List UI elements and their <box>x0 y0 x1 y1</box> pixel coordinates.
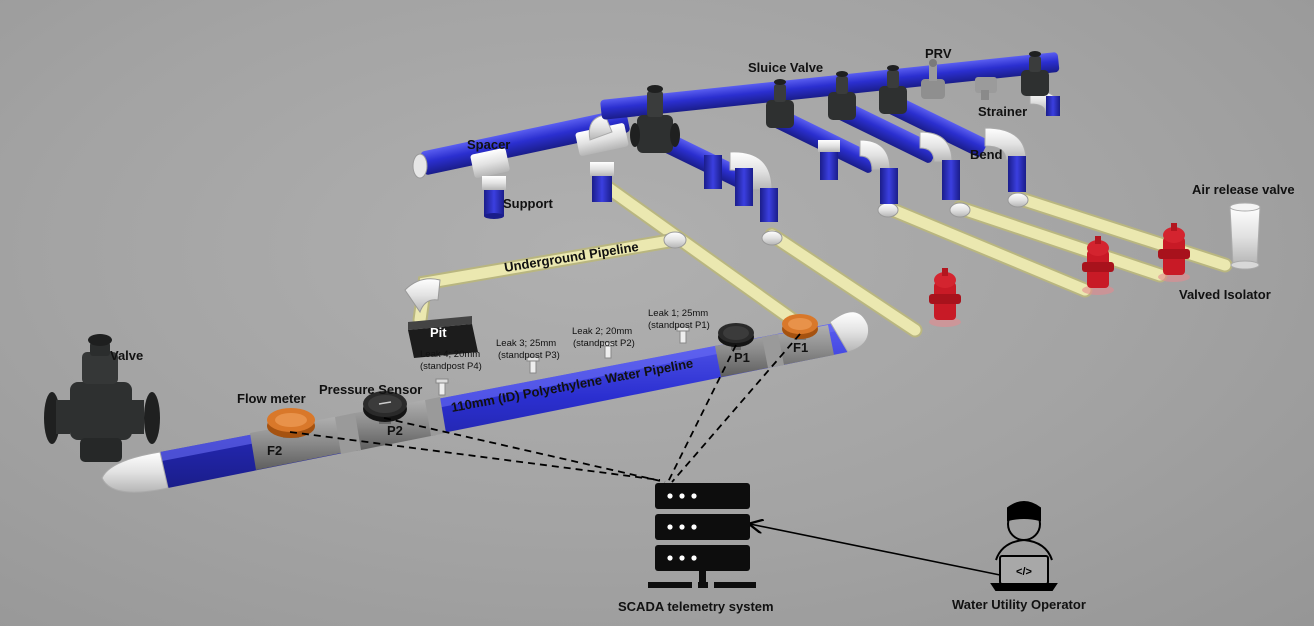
label-f1: F1 <box>793 340 808 355</box>
flow-meter-f1 <box>782 314 818 340</box>
label-bend: Bend <box>970 147 1003 162</box>
label-air-release-valve: Air release valve <box>1192 182 1295 197</box>
label-p2: P2 <box>387 423 403 438</box>
operator-laptop-icon: </> <box>992 502 1056 590</box>
label-underground-pipeline: Underground Pipeline <box>503 239 639 275</box>
label-valved-isolator: Valved Isolator <box>1179 287 1271 302</box>
label-leak1-line1: Leak 1; 25mm <box>648 308 708 319</box>
label-strainer: Strainer <box>978 104 1027 119</box>
label-leak4-line1: Leak 4; 20mm <box>420 349 480 360</box>
server-stack-icon <box>648 483 756 588</box>
label-spacer: Spacer <box>467 137 510 152</box>
label-leak2-line1: Leak 2; 20mm <box>572 326 632 337</box>
label-flow-meter: Flow meter <box>237 391 306 406</box>
label-sluice-valve: Sluice Valve <box>748 60 823 75</box>
label-leak2-line2: (standpost P2) <box>573 338 635 349</box>
label-valve: Valve <box>110 348 143 363</box>
label-operator: Water Utility Operator <box>952 597 1086 612</box>
svg-text:</>: </> <box>1016 566 1032 578</box>
label-leak1-line2: (standpost P1) <box>648 320 710 331</box>
label-pressure-sensor: Pressure Sensor <box>319 382 422 397</box>
fire-hydrant-1 <box>929 268 961 327</box>
label-leak3-line2: (standpost P3) <box>498 350 560 361</box>
label-scada: SCADA telemetry system <box>618 599 774 614</box>
air-release-valve <box>1230 203 1260 269</box>
label-pit: Pit <box>430 325 447 340</box>
label-f2: F2 <box>267 443 282 458</box>
strainer-fitting <box>975 77 997 100</box>
operator-to-scada-arrow <box>750 524 1000 575</box>
label-leak4-line2: (standpost P4) <box>420 361 482 372</box>
label-prv: PRV <box>925 46 952 61</box>
label-support: Support <box>503 196 553 211</box>
label-p1: P1 <box>734 350 750 365</box>
label-leak3-line1: Leak 3; 25mm <box>496 338 556 349</box>
